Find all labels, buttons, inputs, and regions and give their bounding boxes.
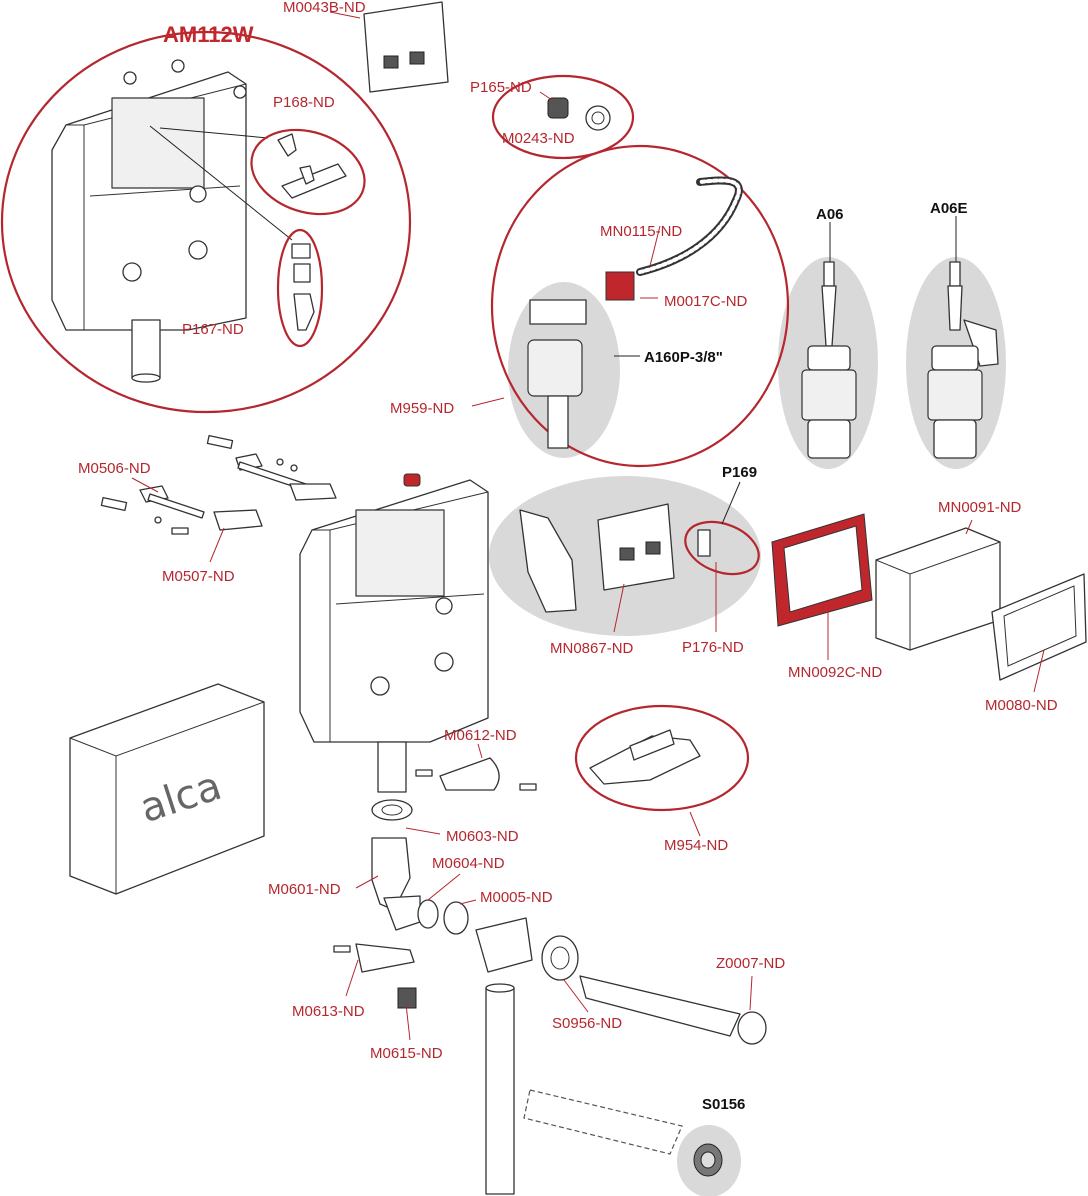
fill-valve-ring xyxy=(490,144,790,468)
m0080-plate xyxy=(991,573,1087,693)
fill-valve-group xyxy=(471,144,790,468)
label-p176: P176-ND xyxy=(682,639,744,656)
a06e-flush-valve xyxy=(927,216,999,459)
label-m0613: M0613-ND xyxy=(292,1003,365,1020)
label-s0156: S0156 xyxy=(702,1096,745,1113)
label-mn0867: MN0867-ND xyxy=(550,640,634,657)
mounting-brackets xyxy=(100,434,337,563)
p165-group xyxy=(491,74,635,160)
m0613-m0615-parts xyxy=(333,943,417,1041)
m0043b-frame xyxy=(329,1,449,93)
fill-valve-head xyxy=(529,299,587,325)
label-m0005: M0005-ND xyxy=(480,889,553,906)
p165-ring xyxy=(491,74,635,160)
label-m0601: M0601-ND xyxy=(268,881,341,898)
a06-flush-valve xyxy=(801,222,857,459)
fill-valve-stem xyxy=(547,395,569,449)
label-mn0091: MN0091-ND xyxy=(938,499,1022,516)
label-mn0115: MN0115-ND xyxy=(600,223,682,240)
label-p169: P169 xyxy=(722,464,757,481)
label-p165: P165-ND xyxy=(470,79,532,96)
p168-ring xyxy=(250,128,366,216)
fill-valve-float xyxy=(527,339,583,397)
p169-group xyxy=(519,481,760,633)
label-m0604: M0604-ND xyxy=(432,855,505,872)
main-cistern-outlet xyxy=(377,741,407,793)
label-m959: M959-ND xyxy=(390,400,454,417)
label-mn0092c: MN0092C-ND xyxy=(788,664,882,681)
label-z0007: Z0007-ND xyxy=(716,955,785,972)
am112w-ring xyxy=(0,30,412,414)
am112w-cistern-window xyxy=(111,97,205,189)
drain-assembly xyxy=(355,799,767,1195)
p167-ring xyxy=(276,228,324,348)
label-m0243: M0243-ND xyxy=(502,130,575,147)
drain-vertical-pipe xyxy=(485,987,515,1195)
label-a160p: A160P-3/8" xyxy=(644,349,723,366)
m954-group xyxy=(574,704,750,837)
label-p168: P168-ND xyxy=(273,94,335,111)
label-m0615: M0615-ND xyxy=(370,1045,443,1062)
label-s0956: S0956-ND xyxy=(552,1015,622,1032)
am112w-outlet-pipe xyxy=(131,319,161,379)
label-m0080: M0080-ND xyxy=(985,697,1058,714)
label-a06e: A06E xyxy=(930,200,968,217)
alca-box: alca xyxy=(69,683,265,895)
label-m0507: M0507-ND xyxy=(162,568,235,585)
title-am112w: AM112W xyxy=(163,22,254,47)
label-m0043b: M0043B-ND xyxy=(283,0,366,16)
m0612-clip xyxy=(415,743,537,791)
label-m954: M954-ND xyxy=(664,837,728,854)
main-cistern-window xyxy=(355,509,445,597)
m954-ring xyxy=(574,704,750,812)
mn0092c-red-frame xyxy=(771,513,873,660)
label-m0612: M0612-ND xyxy=(444,727,517,744)
label-m0603: M0603-ND xyxy=(446,828,519,845)
label-m0506: M0506-ND xyxy=(78,460,151,477)
label-p167: P167-ND xyxy=(182,321,244,338)
mn0091-box xyxy=(875,519,1001,651)
p176-ring xyxy=(684,520,760,576)
main-cistern xyxy=(299,473,489,793)
am112w-group xyxy=(0,30,412,414)
label-m0017c: M0017C-ND xyxy=(664,293,748,310)
label-a06: A06 xyxy=(816,206,844,223)
